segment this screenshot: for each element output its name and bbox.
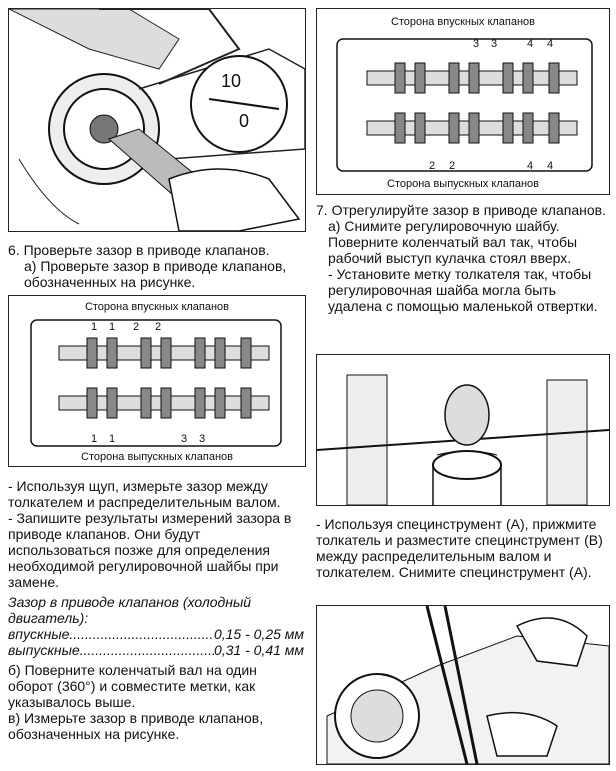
r-top-mark-1: 3 — [473, 38, 479, 50]
top-mark-4: 2 — [155, 321, 161, 333]
exhaust-side-label-right: Сторона выпускных клапанов — [387, 178, 539, 190]
r-bottom-mark-4: 4 — [547, 160, 553, 172]
mark-0-label: 0 — [239, 111, 249, 131]
tappet-illustration — [316, 354, 610, 506]
special-tool-illustration — [316, 605, 610, 765]
spec-title: Зазор в приводе клапанов (холодный двига… — [8, 594, 252, 626]
step-b: б) Поверните коленчатый вал на один обор… — [8, 662, 257, 710]
r-bottom-mark-2: 2 — [449, 160, 455, 172]
top-mark-3: 2 — [133, 321, 139, 333]
step7-bullet: - Установите метку толкателя так, чтобы … — [328, 266, 598, 314]
step6-title: 6. Проверьте зазор в приводе клапанов. — [8, 242, 270, 258]
r-bottom-mark-1: 2 — [429, 160, 435, 172]
intake-side-label-right: Сторона впускных клапанов — [391, 16, 535, 28]
tool-text: - Используя специнструмент (А), прижмите… — [316, 516, 603, 580]
bottom-mark-2: 1 — [109, 433, 115, 445]
mark-10-label: 10 — [221, 71, 241, 91]
spec-exhaust-label: выпускные — [8, 642, 80, 658]
step7-a: а) Снимите регулировочную шайбу. Поверни… — [328, 218, 578, 266]
r-bottom-mark-3: 4 — [527, 160, 533, 172]
step6-a: а) Проверьте зазор в приводе клапанов, о… — [24, 258, 287, 290]
exhaust-side-label: Сторона выпускных клапанов — [81, 451, 233, 463]
bullet-feeler: - Используя щуп, измерьте зазор между то… — [8, 478, 281, 510]
spec-exhaust-value: 0,31 - 0,41 мм — [213, 642, 304, 658]
bottom-mark-3: 3 — [181, 433, 187, 445]
bottom-mark-1: 1 — [91, 433, 97, 445]
camshaft-diagram-right: Сторона впускных клапанов Сторона выпуск… — [316, 8, 610, 195]
step-c: в) Измерьте зазор в приводе клапанов, об… — [8, 710, 264, 742]
spec-intake-value: 0,15 - 0,25 мм — [213, 626, 304, 642]
camshaft-diagram-left: Сторона впускных клапанов Сторона выпуск… — [8, 295, 306, 467]
spec-intake-label: впускные — [8, 626, 70, 642]
intake-side-label: Сторона впускных клапанов — [85, 301, 229, 313]
bullet-record: - Запишите результаты измерений зазора в… — [8, 510, 292, 590]
r-top-mark-3: 4 — [527, 38, 533, 50]
step7-title: 7. Отрегулируйте зазор в приводе клапано… — [316, 202, 606, 218]
spec-exhaust-row: выпускные ..............................… — [8, 642, 304, 658]
r-top-mark-4: 4 — [547, 38, 553, 50]
top-mark-2: 1 — [109, 321, 115, 333]
r-top-mark-2: 3 — [491, 38, 497, 50]
timing-mark-illustration: 10 0 — [8, 8, 306, 232]
spec-intake-row: впускные ...............................… — [8, 626, 304, 642]
top-mark-1: 1 — [91, 321, 97, 333]
bottom-mark-4: 3 — [199, 433, 205, 445]
